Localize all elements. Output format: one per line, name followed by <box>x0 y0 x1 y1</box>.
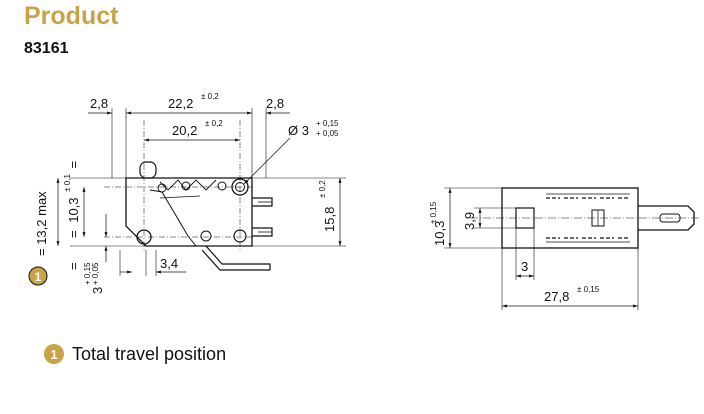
dim-hole-height-eq: = <box>66 230 81 238</box>
travel-position-marker: 1 <box>28 266 48 286</box>
dim-body-height-tol: ± 0,2 <box>318 180 327 198</box>
side-view-labels: 2,8 22,2 ± 0,2 2,8 20,2 ± 0,2 Ø 3 + 0,15… <box>34 92 339 294</box>
dim-end-height: 10,3 <box>432 221 447 246</box>
page-title: Product <box>24 2 119 30</box>
terminal-bottom <box>201 245 271 271</box>
dim-body-height: 15,8 <box>322 207 337 232</box>
dim-bottom-offset-eq: = <box>66 262 81 270</box>
dim-hole-tol-plus: + 0,15 <box>316 119 339 128</box>
dim-overall-width-tol: ± 0,2 <box>201 92 219 101</box>
dim-left-offset: 2,8 <box>90 96 108 111</box>
switch-body <box>125 177 253 247</box>
dim-hole-pitch-tol: ± 0,2 <box>205 119 223 128</box>
legend-text: Total travel position <box>72 343 227 364</box>
side-view <box>56 108 346 276</box>
dim-hole-height: = 10,3 ± 0,1 = <box>58 161 81 238</box>
travel-marker-number: 1 <box>35 270 42 284</box>
dim-hole-height-tol: ± 0,1 <box>63 174 72 192</box>
dim-end-length-tol: ± 0,15 <box>577 285 600 294</box>
dim-bottom-offset-tol-plus: + 0,15 <box>83 262 92 285</box>
dim-bottom-offset: 3 <box>90 287 105 294</box>
dim-hole-tol-minus: + 0,05 <box>316 129 339 138</box>
end-view <box>444 187 700 310</box>
actuator-button <box>139 161 157 179</box>
dim-end-slot-width: 3 <box>521 259 528 274</box>
dim-end-inner-height: 3,9 <box>462 212 477 230</box>
dim-terminal-offset: 3,4 <box>160 256 178 271</box>
dim-overall-width: 22,2 <box>168 96 193 111</box>
dim-end-length: 27,8 <box>544 289 569 304</box>
legend: 1 Total travel position <box>44 342 226 366</box>
dim-travel-height: = 13,2 max <box>34 191 49 256</box>
dim-end-height-tol: ± 0,15 <box>429 201 438 224</box>
legend-marker: 1 <box>44 344 64 364</box>
end-view-labels: 10,3 ± 0,15 3,9 3 27,8 ± 0,15 <box>429 201 600 304</box>
dim-right-offset: 2,8 <box>266 96 284 111</box>
dim-hole-height-eq-2: = <box>66 161 81 169</box>
product-code: 83161 <box>24 40 69 57</box>
dim-hole-height-value: 10,3 <box>66 197 81 222</box>
dim-hole-pitch: 20,2 <box>172 123 197 138</box>
dim-bottom-offset-tol-minus: + 0,05 <box>91 262 100 285</box>
dim-hole-diameter: Ø 3 <box>288 123 309 138</box>
